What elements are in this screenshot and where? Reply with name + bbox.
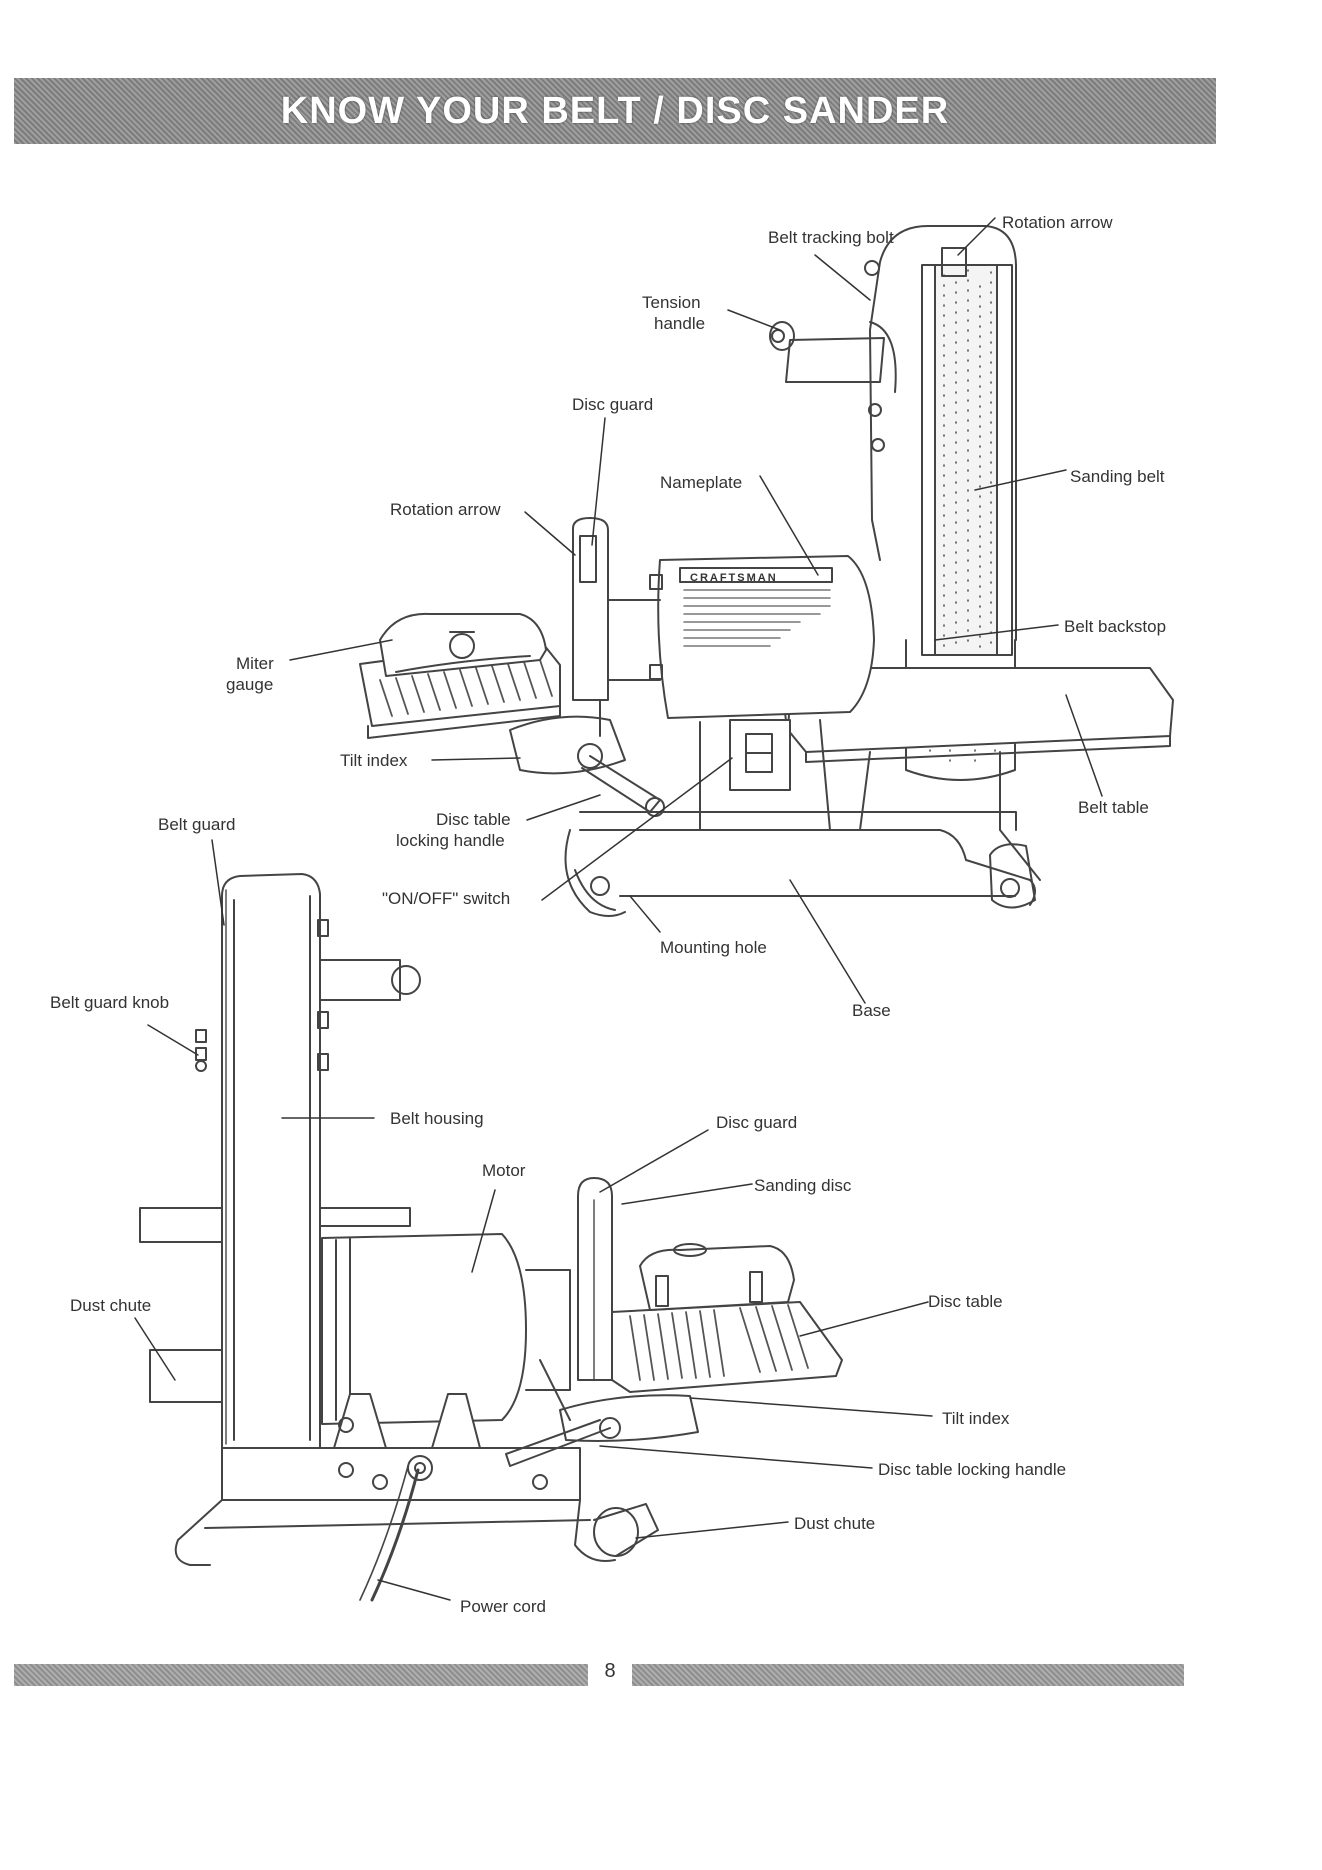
label-base: Base xyxy=(852,1001,891,1020)
label-tension-handle-line2: handle xyxy=(654,314,705,333)
label-belt-backstop: Belt backstop xyxy=(1064,617,1166,636)
label-motor: Motor xyxy=(482,1161,526,1180)
label-disc-table-locking-handle-bottom: Disc table locking handle xyxy=(878,1460,1066,1479)
label-disc-guard-bottom: Disc guard xyxy=(716,1113,797,1132)
label-belt-table: Belt table xyxy=(1078,798,1149,817)
header-banner: KNOW YOUR BELT / DISC SANDER xyxy=(14,78,1216,144)
label-sanding-belt: Sanding belt xyxy=(1070,467,1165,486)
label-dust-chute-left: Dust chute xyxy=(70,1296,151,1315)
label-disc-table-locking-handle-top-line1: Disc table xyxy=(436,810,511,829)
sander-bottom-illustration xyxy=(139,873,843,1602)
label-belt-tracking-bolt: Belt tracking bolt xyxy=(768,228,894,247)
label-tilt-index-top: Tilt index xyxy=(340,751,408,770)
label-miter-gauge-line1: Miter xyxy=(236,654,274,673)
label-disc-table: Disc table xyxy=(928,1292,1003,1311)
label-rotation-arrow-disc: Rotation arrow xyxy=(390,500,501,519)
label-miter-gauge-line2: gauge xyxy=(226,675,273,694)
page-number: 8 xyxy=(604,1660,616,1682)
label-belt-guard-knob: Belt guard knob xyxy=(50,993,169,1012)
label-belt-guard: Belt guard xyxy=(158,815,236,834)
label-mounting-hole: Mounting hole xyxy=(660,938,767,957)
page-title: KNOW YOUR BELT / DISC SANDER xyxy=(280,89,950,132)
label-tension-handle-line1: Tension xyxy=(642,293,701,312)
label-nameplate: Nameplate xyxy=(660,473,742,492)
footer-band-right xyxy=(632,1664,1184,1686)
label-belt-housing: Belt housing xyxy=(390,1109,484,1128)
sander-top-illustration xyxy=(359,224,1174,917)
label-power-cord: Power cord xyxy=(460,1597,546,1616)
label-on-off-switch: "ON/OFF" switch xyxy=(382,889,510,908)
label-dust-chute-bottom: Dust chute xyxy=(794,1514,875,1533)
label-tilt-index-bottom: Tilt index xyxy=(942,1409,1010,1428)
footer-band-left xyxy=(14,1664,588,1686)
label-rotation-arrow-top: Rotation arrow xyxy=(1002,213,1113,232)
label-disc-table-locking-handle-top-line2: locking handle xyxy=(396,831,505,850)
leader-lines xyxy=(134,217,1103,1601)
label-disc-guard-top: Disc guard xyxy=(572,395,653,414)
nameplate-brand: CRAFTSMAN xyxy=(690,572,778,584)
label-sanding-disc: Sanding disc xyxy=(754,1176,852,1195)
